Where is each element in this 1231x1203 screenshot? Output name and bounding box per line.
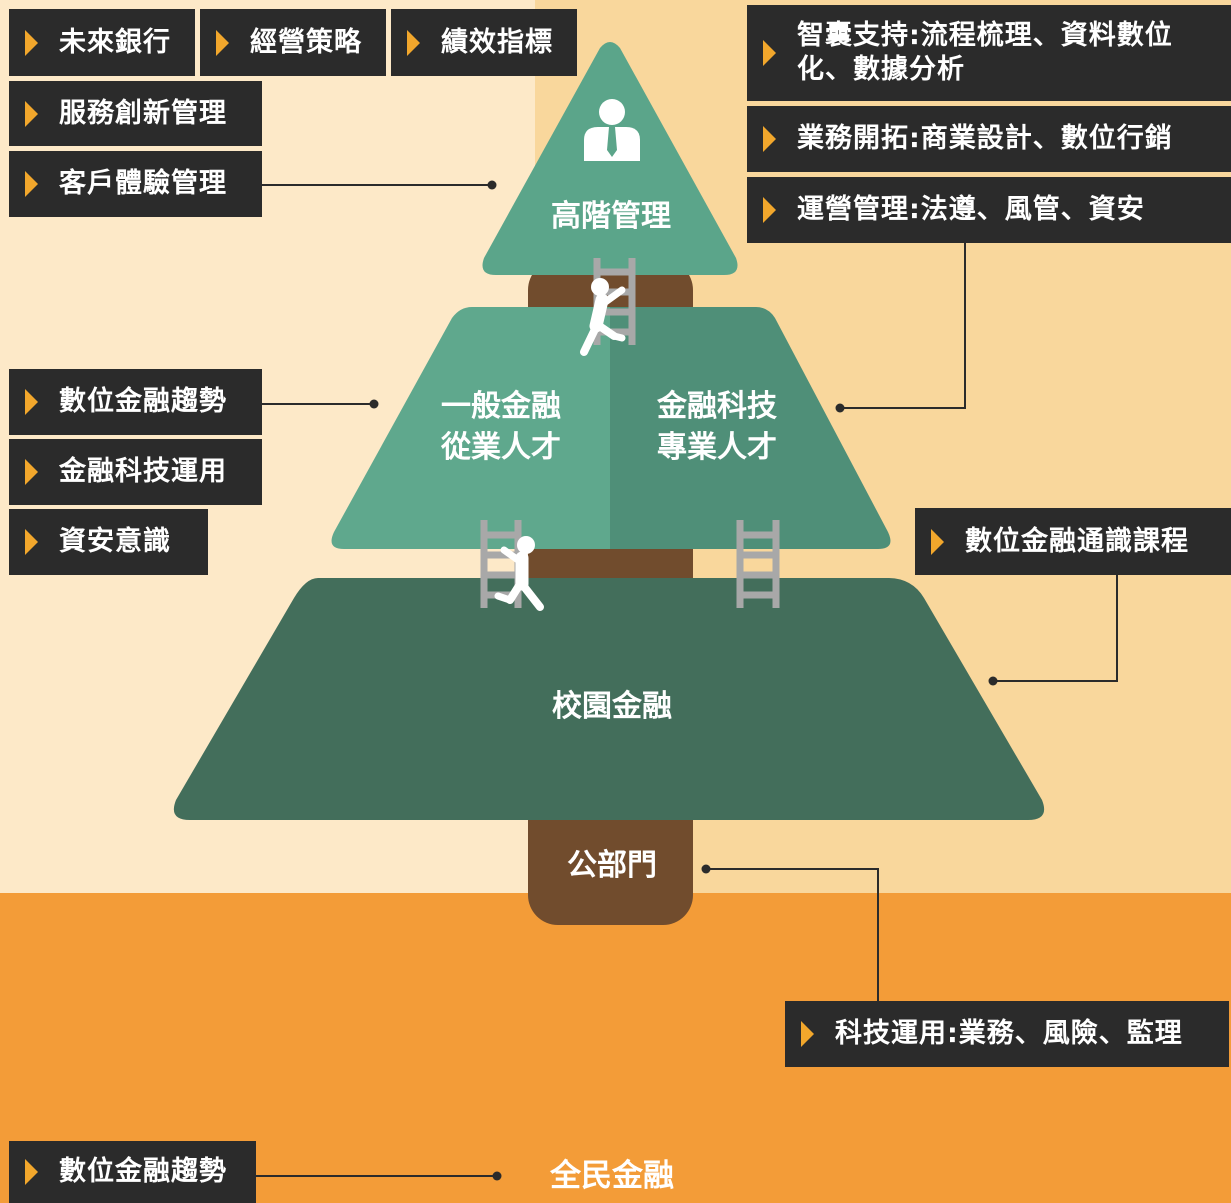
- tag-arrow-icon: [25, 389, 38, 415]
- tier-middle-right: [610, 307, 891, 549]
- tag-arrow-icon: [25, 29, 38, 56]
- tier-middle-left-line2: 從業人才: [440, 430, 561, 465]
- connector-tech-application: [706, 868, 879, 1001]
- tag-security-awareness: 資安意識: [9, 509, 208, 575]
- tag-business-development: 業務開拓:商業設計、數位行銷: [747, 106, 1231, 172]
- tag-arrow-icon: [407, 29, 420, 56]
- tag-label: 績效指標: [441, 26, 553, 58]
- tag-label: 未來銀行: [59, 26, 171, 58]
- tag-arrow-icon: [25, 459, 38, 485]
- tier-middle-right-line1: 金融科技: [656, 389, 777, 424]
- tag-future-bank: 未來銀行: [9, 9, 195, 76]
- connector-general-course: [993, 575, 1118, 682]
- tag-service-innovation: 服務創新管理: [9, 81, 262, 146]
- ladder-lower-right: [736, 520, 780, 608]
- tag-label: 數位金融通識課程: [965, 525, 1189, 557]
- tag-arrow-icon: [763, 197, 776, 223]
- tag-arrow-icon: [801, 1021, 814, 1047]
- tier-middle-left: [331, 307, 610, 549]
- tag-label: 客戶體驗管理: [59, 168, 227, 199]
- tier-middle-right-line2: 專業人才: [657, 430, 777, 465]
- tag-arrow-icon: [216, 29, 229, 56]
- tag-label: 運營管理:法遵、風管、資安: [797, 194, 1145, 225]
- tag-customer-experience: 客戶體驗管理: [9, 151, 262, 217]
- climber-upper-icon: [580, 278, 626, 356]
- tag-arrow-icon: [763, 40, 776, 66]
- tag-general-course: 數位金融通識課程: [915, 508, 1231, 575]
- tag-arrow-icon: [931, 528, 944, 555]
- connector-lines: [256, 184, 1118, 1177]
- tag-arrow-icon: [25, 171, 38, 197]
- tag-tech-application: 科技運用:業務、風險、監理: [785, 1001, 1229, 1067]
- tier-top-label: 高階管理: [551, 199, 671, 234]
- connector-operations: [840, 242, 966, 409]
- tag-performance-indicators: 績效指標: [391, 9, 577, 76]
- tag-label: 科技運用:業務、風險、監理: [835, 1018, 1183, 1049]
- tag-label: 服務創新管理: [59, 97, 227, 129]
- tag-arrow-icon: [25, 100, 38, 127]
- tag-label: 智囊支持:流程梳理、資料數位化、數據分析: [797, 20, 1173, 85]
- climber-lower-icon: [494, 536, 544, 611]
- tag-digital-finance-trends: 數位金融趨勢: [9, 369, 262, 435]
- tag-business-strategy: 經營策略: [200, 9, 386, 76]
- tag-label: 經營策略: [250, 26, 362, 58]
- tag-think-tank: 智囊支持:流程梳理、資料數位化、數據分析: [747, 5, 1231, 101]
- tag-arrow-icon: [25, 1159, 38, 1185]
- tag-label: 資安意識: [59, 526, 171, 557]
- base-label: 全民金融: [550, 1158, 674, 1194]
- connector-dots: [369, 180, 998, 1181]
- tag-arrow-icon: [763, 126, 776, 152]
- tag-operations: 運營管理:法遵、風管、資安: [747, 177, 1231, 243]
- tier-bottom: [173, 578, 1045, 820]
- tag-label: 金融科技運用: [59, 456, 227, 487]
- tag-label: 數位金融趨勢: [59, 1156, 227, 1187]
- manager-icon: [584, 99, 640, 161]
- tier-bottom-label: 校園金融: [552, 689, 672, 724]
- tag-arrow-icon: [25, 529, 38, 555]
- tag-label: 數位金融趨勢: [59, 386, 227, 417]
- tag-label: 業務開拓:商業設計、數位行銷: [797, 123, 1173, 154]
- trunk-label: 公部門: [567, 848, 657, 883]
- tag-fintech-application: 金融科技運用: [9, 439, 262, 505]
- tier-middle-left-line1: 一般金融: [441, 389, 561, 424]
- tag-digital-finance-trends-bottom: 數位金融趨勢: [9, 1141, 256, 1203]
